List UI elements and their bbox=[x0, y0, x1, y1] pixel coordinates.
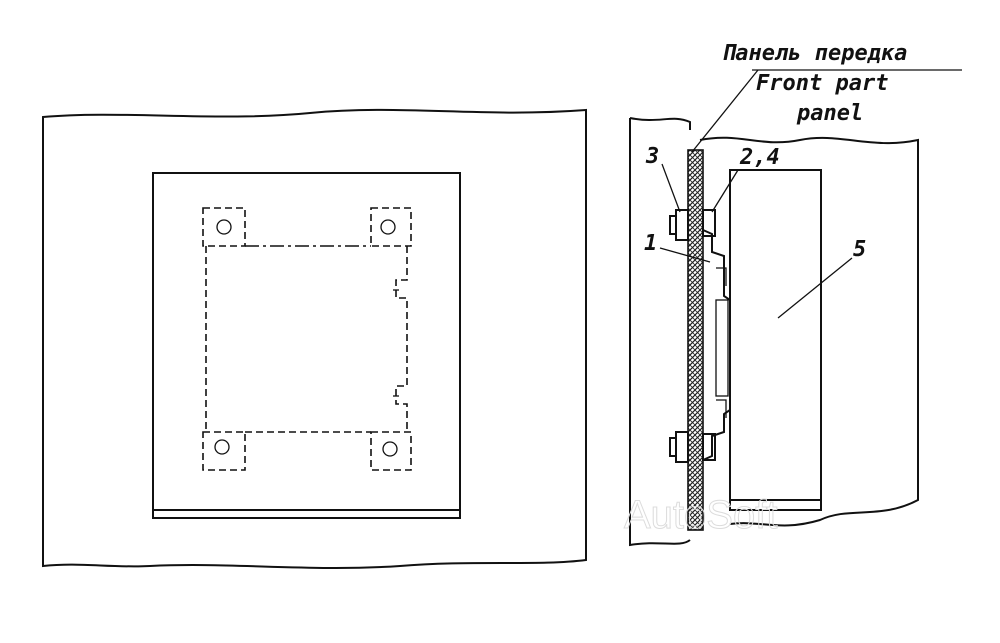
bracket-part-1 bbox=[702, 229, 731, 461]
callout-3: 3 bbox=[645, 144, 659, 169]
front-part-panel-wall bbox=[687, 149, 704, 531]
panel-sheet-outline bbox=[42, 108, 587, 569]
leader-panel bbox=[691, 69, 759, 153]
lower-fastener bbox=[669, 431, 716, 463]
side-sheet-outline bbox=[629, 117, 919, 547]
label-panel-en-line2: panel bbox=[796, 101, 863, 126]
callout-1: 1 bbox=[644, 231, 657, 256]
hidden-module-outline bbox=[202, 207, 412, 471]
leader-3 bbox=[661, 163, 681, 213]
side-section-view bbox=[629, 69, 962, 547]
label-panel-ru: Панель передка bbox=[722, 41, 907, 66]
callout-2-4: 2,4 bbox=[739, 145, 780, 170]
module-part-5 bbox=[729, 169, 822, 511]
label-panel-en-line1: Front part bbox=[756, 71, 888, 96]
watermark: AutoSoft bbox=[624, 493, 777, 537]
leader-1 bbox=[659, 247, 711, 263]
leader-2-4 bbox=[711, 169, 739, 213]
callout-5: 5 bbox=[853, 237, 866, 262]
front-view bbox=[42, 108, 587, 569]
mounting-plate bbox=[152, 172, 461, 519]
upper-fastener bbox=[669, 209, 716, 241]
leader-5 bbox=[777, 257, 853, 319]
